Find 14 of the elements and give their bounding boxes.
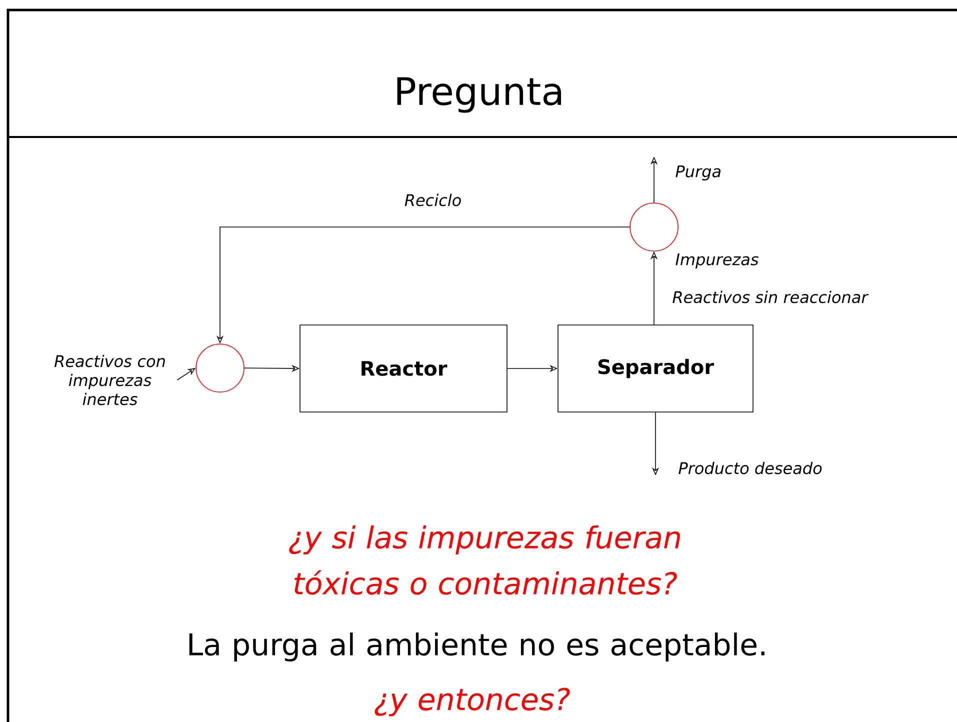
edge-label: Producto deseado <box>677 460 824 476</box>
feed-text: Reactivos con impurezas inertes <box>54 354 165 406</box>
statement-text: La purga al ambiente no es aceptable. <box>189 632 764 662</box>
mixing-circle <box>196 344 244 392</box>
stream-label: Impurezas <box>676 254 758 268</box>
stream-label: Reactivos sin reaccionar <box>672 290 869 304</box>
question-text: ¿y entonces? <box>374 688 570 716</box>
question-text: ¿y si las impurezas fueran tóxicas o contaminantes? <box>289 525 680 595</box>
process-box: Separador <box>558 324 754 412</box>
edge-label: Purga <box>674 164 723 182</box>
process-box: Reactor <box>300 324 508 412</box>
splitting-circle <box>630 202 678 252</box>
edge-label: Reciclo <box>403 192 463 208</box>
title: Pregunta <box>397 77 562 113</box>
